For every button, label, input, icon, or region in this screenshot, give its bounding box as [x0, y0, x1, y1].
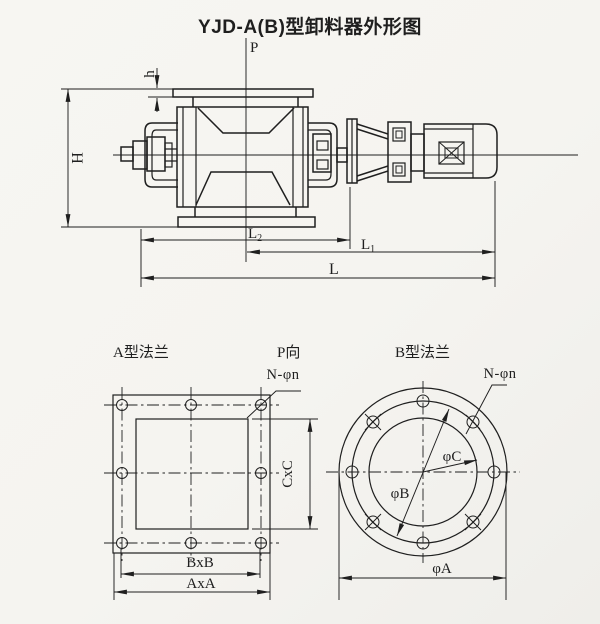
valve-body-outline	[172, 88, 316, 228]
dim-CxC-label: CxC	[280, 460, 296, 488]
motor-body	[423, 123, 498, 179]
dim-L2-label: L2	[248, 226, 262, 244]
upper-hopper-pocket	[197, 107, 295, 134]
motor-fins	[424, 128, 473, 174]
dim-L-label: L	[329, 261, 339, 278]
housing-side-ribs	[182, 107, 304, 207]
gearbox-port-bottom	[392, 162, 406, 177]
left-bearing-housing	[146, 136, 166, 172]
main-dimensions: H h L2 L1 L	[61, 68, 496, 287]
flange-a-holes-note: N-φn	[267, 367, 300, 383]
view-direction-label: P向	[277, 344, 300, 361]
dim-phiC-line	[422, 459, 478, 473]
flange-a-view: A型法兰 P向 N-φn CxC BxB AxA	[104, 344, 318, 600]
housing-box	[176, 106, 309, 208]
main-view: P	[61, 38, 578, 287]
flange-b-bolt-holes	[345, 394, 501, 550]
coupling-slot-top	[316, 140, 329, 151]
drive-train	[308, 118, 498, 188]
flange-a-center-lines	[104, 387, 279, 561]
length-extension-lines	[140, 181, 496, 287]
bracket-outer	[144, 122, 178, 188]
top-neck	[192, 97, 299, 107]
motor-adapter	[410, 133, 425, 172]
dim-phiC-label: φC	[443, 449, 462, 465]
lower-hopper-pocket	[195, 171, 291, 206]
flange-a-outer-square	[112, 394, 271, 554]
dim-H-label: H	[70, 152, 87, 164]
left-shaft-end	[120, 146, 134, 162]
flange-b-view: B型法兰 N-φn φB φC φA	[326, 344, 520, 600]
motor-terminal-box	[438, 141, 465, 165]
right-bearing-housing	[312, 133, 332, 173]
coupling-slot-bottom	[316, 159, 329, 170]
reducer-cone	[356, 123, 389, 182]
height-extension-lines	[61, 88, 178, 228]
dim-L2-sub: 2	[257, 233, 262, 244]
terminal-box-inner	[444, 147, 459, 159]
bracket-inner	[151, 129, 178, 181]
p-section-label: P	[250, 40, 258, 56]
bottom-flange-plate	[177, 216, 316, 228]
dim-phiB-label: φB	[391, 486, 410, 502]
dim-phiA-extensions	[338, 472, 507, 600]
diagonal-hole-ticks	[364, 413, 482, 531]
center-lines	[113, 38, 578, 262]
flange-a-title: A型法兰	[113, 344, 169, 361]
dim-phiB-line	[396, 408, 450, 537]
flange-b-leader-line	[465, 384, 507, 435]
flange-b-title: B型法兰	[395, 344, 450, 361]
dim-L1-base: L	[361, 237, 370, 253]
dim-AxA-label: AxA	[186, 576, 215, 592]
gearbox-port-bottom-inner	[395, 165, 403, 174]
bottom-neck	[194, 207, 297, 217]
terminal-box-cross	[438, 141, 465, 165]
dim-L2-base: L	[248, 226, 257, 242]
dim-L1-sub: 1	[370, 244, 375, 255]
left-shaft-lines	[165, 148, 177, 162]
drawing-title: YJD-A(B)型卸料器外形图	[198, 15, 422, 38]
flange-a-bolt-holes	[116, 399, 267, 549]
gearbox-port-top	[392, 127, 406, 142]
gearbox-port-top-inner	[395, 130, 403, 139]
dim-phiA-label: φA	[432, 561, 452, 577]
left-bearing-bracket	[120, 122, 178, 188]
flange-b-holes-note: N-φn	[484, 366, 517, 382]
left-bearing-cap	[164, 142, 173, 168]
top-flange-plate	[172, 88, 314, 98]
dim-h-label: h	[142, 70, 158, 78]
dim-CxC-extensions	[252, 418, 318, 530]
dim-BxB-label: BxB	[186, 555, 214, 571]
flange-a-opening-square	[135, 418, 249, 530]
dim-L1-label: L1	[361, 237, 375, 255]
